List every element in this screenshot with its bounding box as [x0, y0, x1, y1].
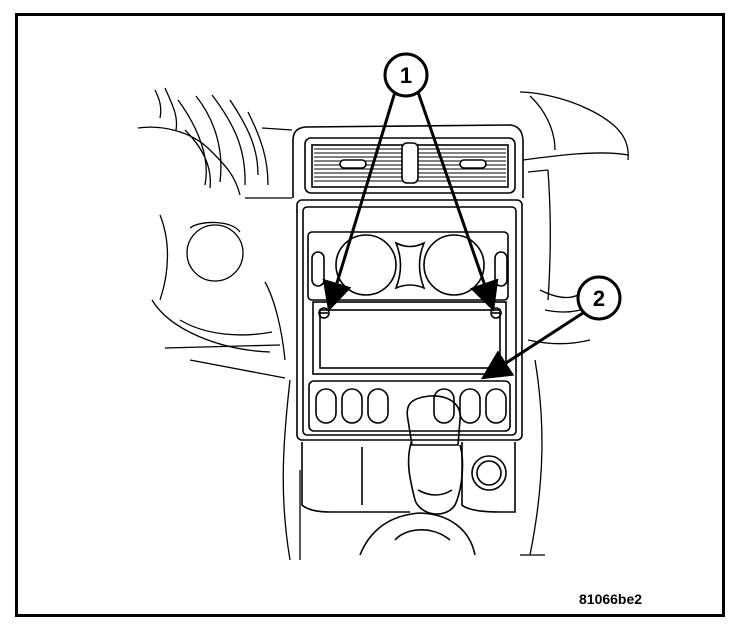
callout-1: 1 [322, 52, 499, 312]
center-vent-assembly [292, 124, 524, 198]
switch-2 [341, 388, 363, 424]
switch-3 [367, 388, 389, 424]
callout-1-arrow-left [322, 91, 397, 312]
diagram-border [15, 13, 725, 617]
switch-5 [459, 388, 481, 424]
switch-4 [433, 388, 455, 424]
callout-2-label: 2 [593, 286, 605, 311]
callout-2-circle [576, 275, 622, 321]
callout-2-arrow [480, 311, 584, 380]
switch-6 [485, 388, 507, 424]
instrument-panel-bezel [296, 199, 523, 441]
switch-1 [315, 388, 337, 424]
radio-opening [312, 301, 507, 375]
callout-1-arrow-right [416, 91, 499, 312]
console-and-shifter [301, 395, 516, 556]
callout-1-label: 1 [400, 63, 412, 88]
background-line-art [137, 87, 629, 561]
switch-bank [308, 380, 511, 432]
callout-2: 2 [480, 275, 622, 380]
callout-1-circle [383, 52, 429, 98]
figure-code: 81066be2 [579, 591, 643, 607]
